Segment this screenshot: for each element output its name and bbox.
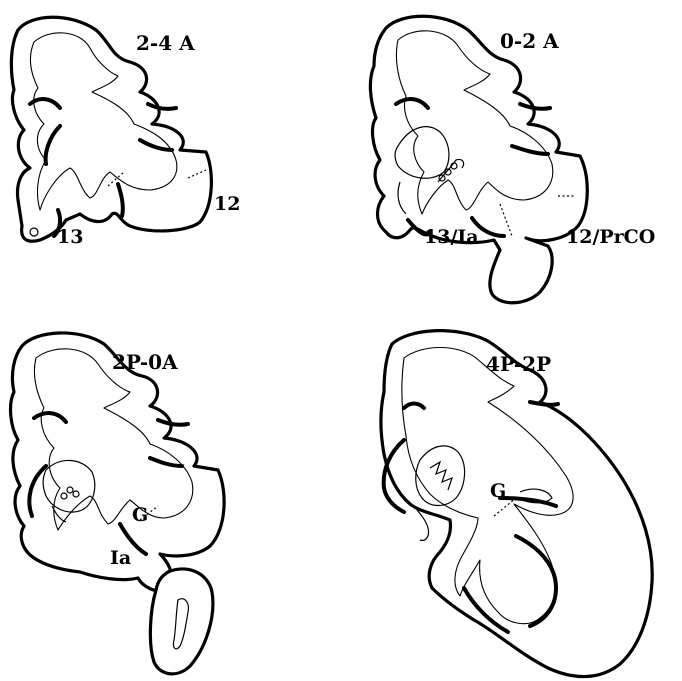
area-label-13: 13 (57, 226, 83, 248)
section-panel-4p-2p: 4P-2P G (381, 331, 652, 677)
area-label-g: G (132, 504, 148, 526)
sulcus (530, 402, 558, 405)
area-label-12: 12 (214, 193, 240, 215)
area-label-g: G (490, 480, 506, 502)
panel-title-4p-2p: 4P-2P (486, 352, 551, 376)
area-label-ia: Ia (110, 547, 131, 569)
panel-title-0-2a: 0-2 A (500, 29, 559, 53)
area-label-12-prco: 12/PrCO (566, 226, 655, 248)
section-outline (381, 331, 652, 677)
temporal-pole-outline (150, 569, 213, 674)
panel-title-2p-0a: 2P-0A (112, 350, 178, 374)
area-label-13-ia: 13/Ia (424, 226, 479, 248)
section-panel-0-2a: 0-2 A 13/Ia 12/PrCO (370, 16, 655, 303)
section-outline (370, 16, 587, 303)
section-panel-2p-0a: 2P-0A G Ia (11, 333, 225, 674)
section-panel-2-4a: 2-4 A 12 13 (11, 17, 240, 248)
panel-title-2-4a: 2-4 A (136, 31, 195, 55)
